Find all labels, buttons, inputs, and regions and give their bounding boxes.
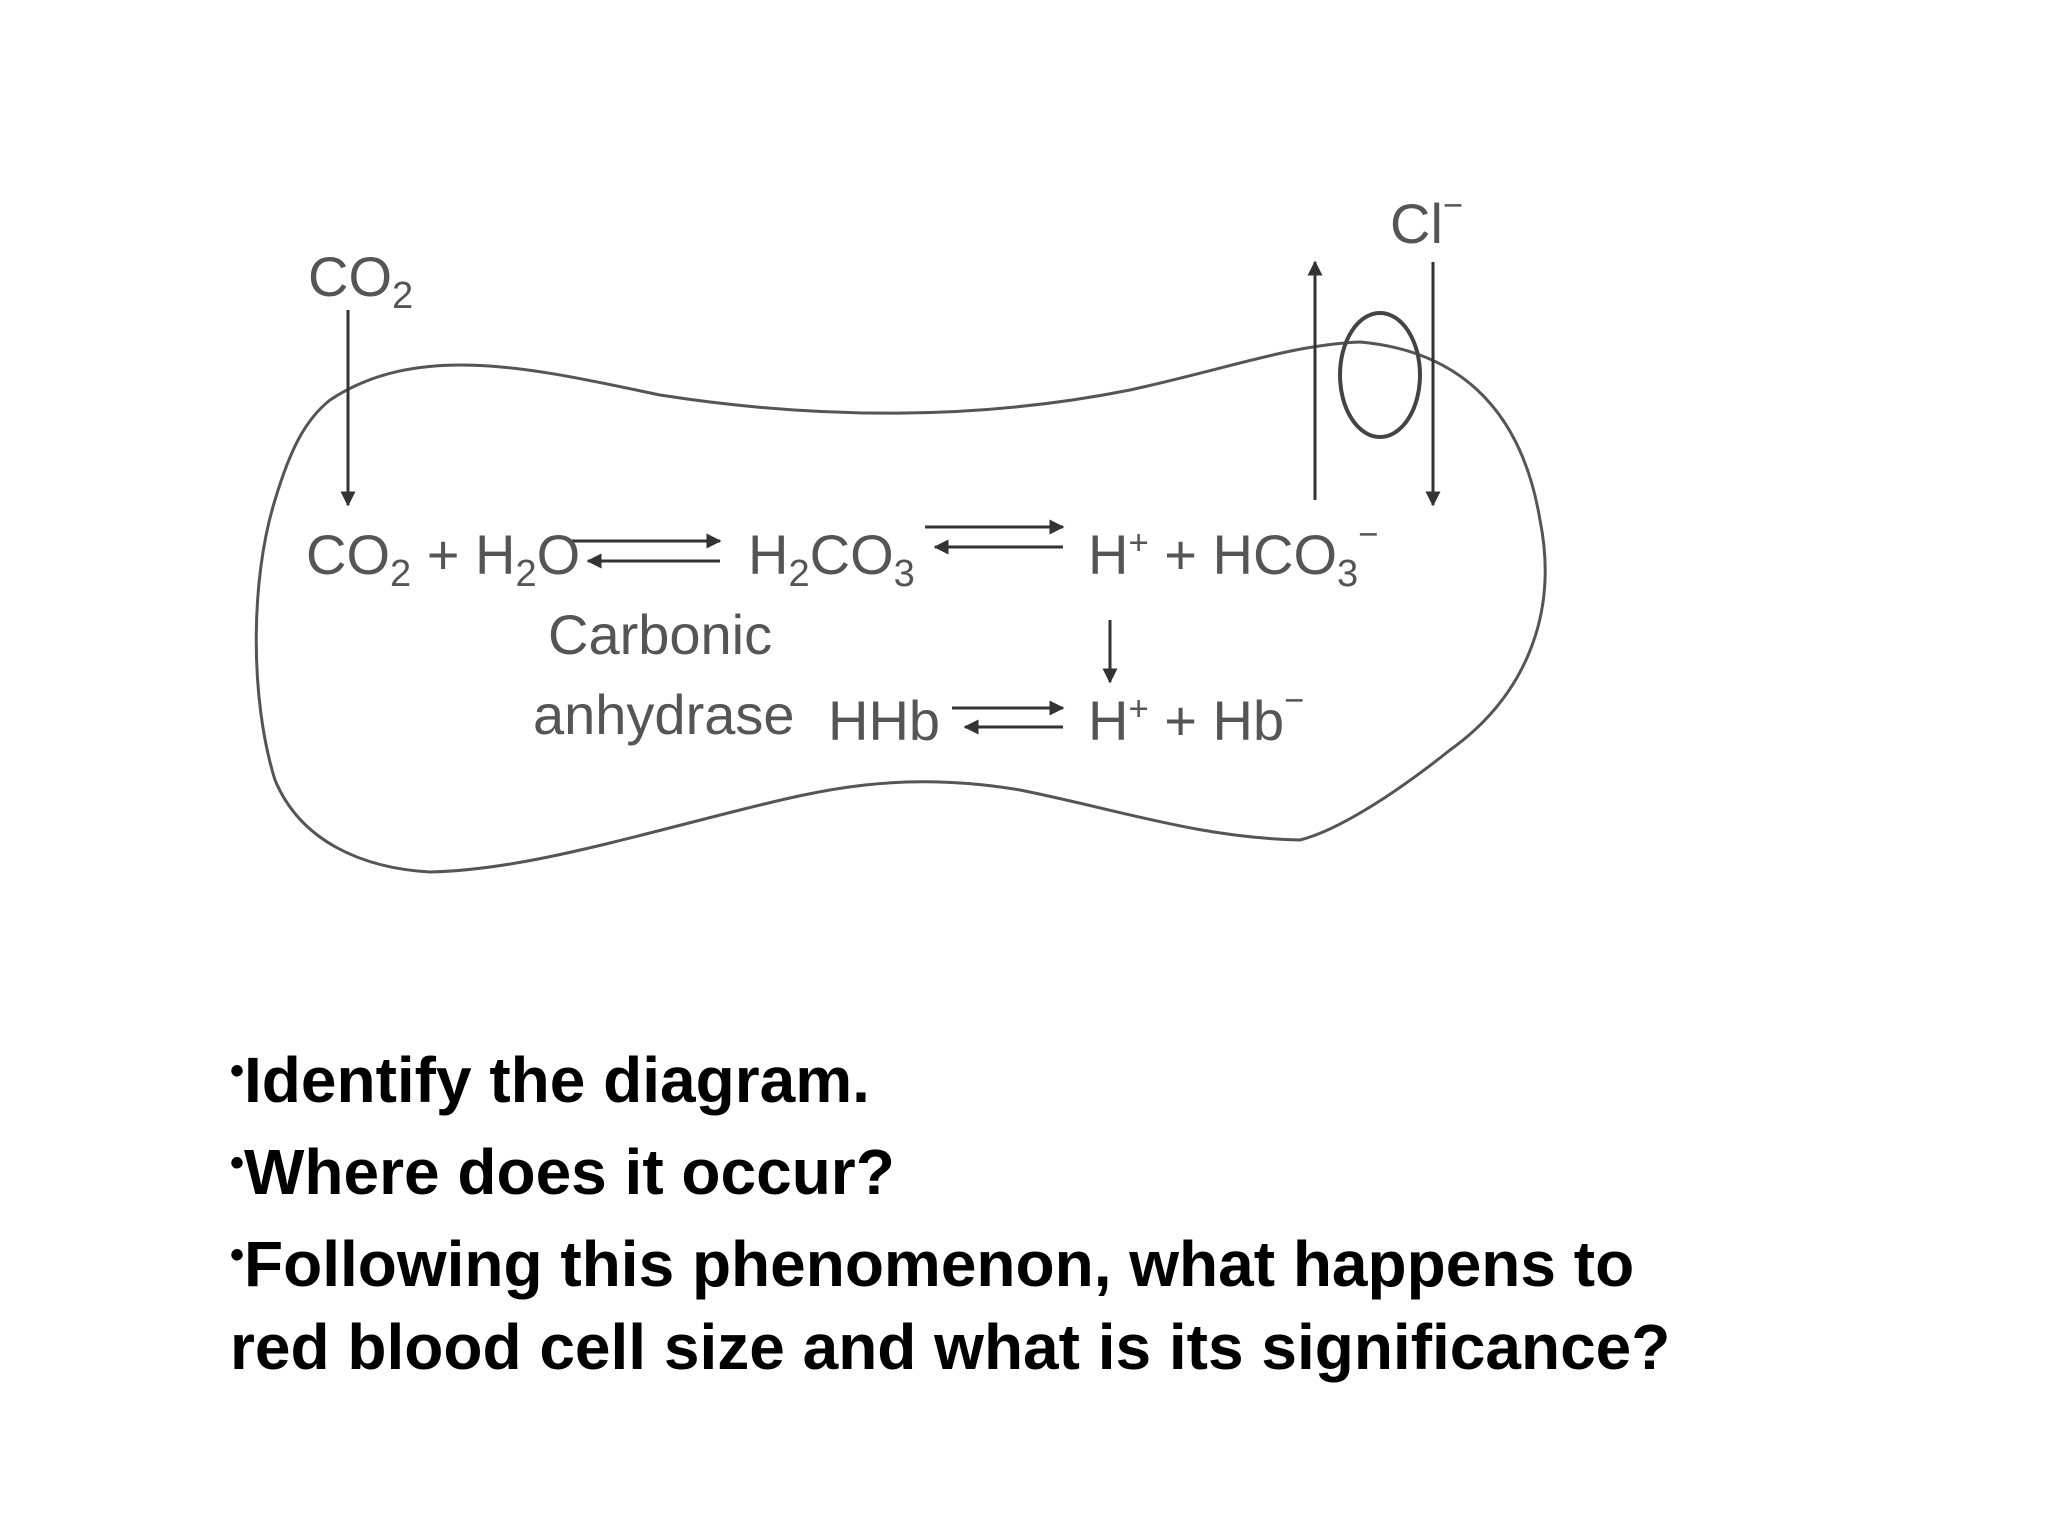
bullet: • (230, 1233, 245, 1277)
enzyme-label-line1: Carbonic (548, 603, 772, 666)
equilibrium-arrow-2 (925, 519, 1065, 555)
equilibrium-arrow-3 (952, 700, 1065, 735)
bullet: • (230, 1049, 245, 1093)
co2-outside-label: CO2 (308, 245, 413, 317)
cell-membrane (254, 340, 1547, 874)
question-list: •Identify the diagram. •Where does it oc… (230, 1030, 1990, 1389)
question-text: Identify the diagram. (244, 1044, 870, 1116)
reaction1-reactants-label: CO2 + H2O (306, 523, 580, 595)
proton-hemoglobin-label: H+ + Hb− (1088, 682, 1304, 752)
chloride-shift-diagram: CO2 Cl− CO2 + H2O H2CO3 H+ + HCO3− Carbo… (254, 187, 1547, 874)
question-item: •Where does it occur? (230, 1122, 1990, 1214)
hhb-label: HHb (828, 689, 940, 752)
chloride-label: Cl− (1390, 187, 1463, 255)
anion-exchanger-circle (1338, 311, 1422, 439)
question-item: •Identify the diagram. (230, 1030, 1990, 1122)
equilibrium-arrow-1 (568, 533, 722, 569)
question-text: Following this phenomenon, what happens … (244, 1228, 1635, 1300)
carbonic-acid-label: H2CO3 (748, 523, 915, 595)
proton-bicarbonate-label: H+ + HCO3− (1088, 516, 1378, 595)
question-continuation: red blood cell size and what is its sign… (230, 1306, 1990, 1389)
question-text: Where does it occur? (244, 1136, 895, 1208)
question-item: •Following this phenomenon, what happens… (230, 1214, 1990, 1306)
question-text: red blood cell size and what is its sign… (230, 1311, 1671, 1383)
enzyme-label-line2: anhydrase (533, 683, 795, 746)
bullet: • (230, 1141, 245, 1185)
